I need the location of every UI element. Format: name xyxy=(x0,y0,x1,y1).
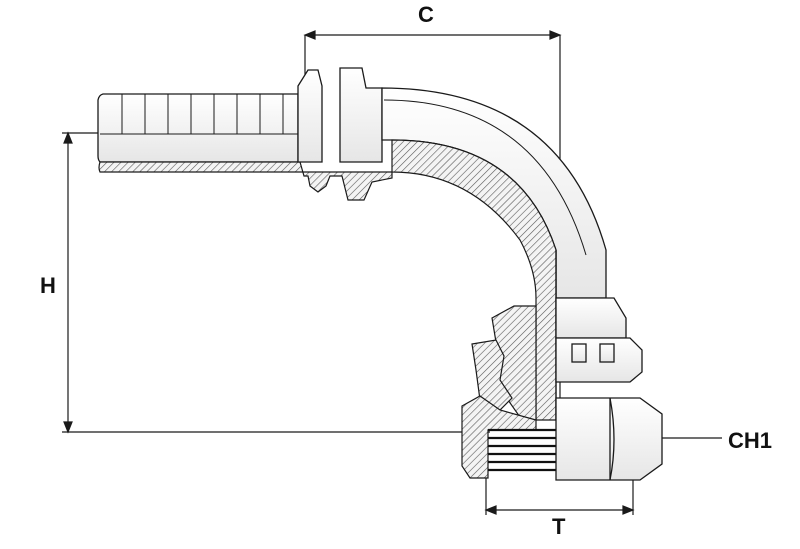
dimension-h xyxy=(62,131,490,434)
dimension-label-h: H xyxy=(40,273,56,298)
elbow-body xyxy=(381,87,607,421)
dimension-label-c: C xyxy=(418,2,434,27)
tail-collars xyxy=(297,67,383,163)
tail-wall-section xyxy=(98,161,393,201)
dimension-label-ch1: CH1 xyxy=(728,428,773,453)
nut-section xyxy=(461,305,537,479)
hose-tail xyxy=(97,93,299,163)
nut-exterior xyxy=(555,297,663,481)
thread-section xyxy=(488,428,560,472)
dimension-label-t: T xyxy=(552,514,566,539)
